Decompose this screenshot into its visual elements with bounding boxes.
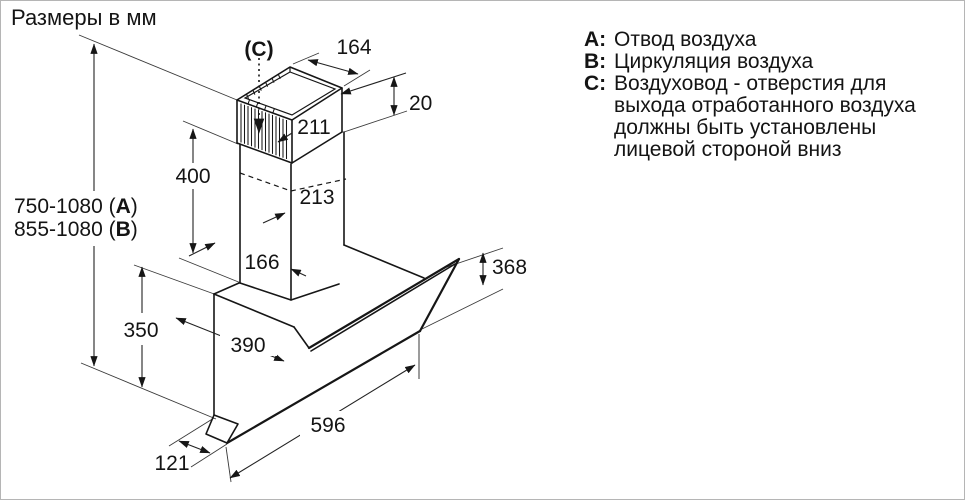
dim-label-211: 211: [297, 116, 330, 139]
dim-label-121: 121: [154, 452, 189, 475]
dim-label-164: 164: [336, 36, 371, 59]
label-bg-390: [220, 331, 277, 356]
dim-label-350: 350: [123, 319, 158, 342]
dimension-labels: (C) 164 20 211 400 213 166 750-1080 (A) …: [14, 36, 527, 475]
legend-text-b: Циркуляция воздуха: [614, 50, 814, 73]
legend-item-b: B: Циркуляция воздуха: [584, 51, 956, 73]
legend-key-c: C:: [584, 72, 607, 95]
label-bg-596: [300, 411, 358, 436]
legend-text-a: Отвод воздуха: [614, 28, 757, 51]
witness-lines: [78, 34, 504, 483]
legend: A: Отвод воздуха B: Циркуляция воздуха C…: [584, 29, 956, 161]
dim-label-20: 20: [409, 92, 432, 115]
dim-label-213: 213: [299, 186, 334, 209]
vent-hatching: [240, 103, 288, 159]
rim-hatching: [246, 74, 281, 114]
dim-label-166: 166: [244, 251, 279, 274]
page-title: Размеры в мм: [11, 5, 157, 30]
dim-label-400: 400: [175, 165, 210, 188]
legend-item-c: C: Воздуховод - отверстия для выхода отр…: [584, 73, 956, 161]
legend-key-b: B:: [584, 50, 607, 73]
dim-label-height-b: 855-1080 (B): [14, 218, 138, 241]
dim-label-c: (C): [244, 38, 273, 61]
dim-label-390: 390: [230, 334, 265, 357]
telescopic-joint-line: [239, 172, 347, 192]
dim-label-height-a: 750-1080 (A): [14, 195, 138, 218]
legend-text-c: Воздуховод - отверстия для выхода отрабо…: [614, 72, 916, 161]
dim-label-368: 368: [492, 256, 527, 279]
legend-key-a: A:: [584, 28, 607, 51]
dim-label-596: 596: [310, 414, 345, 437]
legend-item-a: A: Отвод воздуха: [584, 29, 956, 51]
